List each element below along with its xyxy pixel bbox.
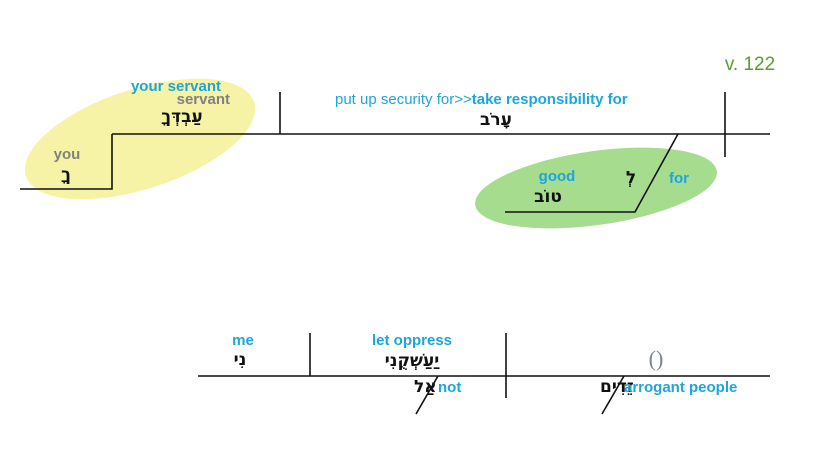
yellow-highlight [24, 78, 256, 200]
modifier-line [505, 133, 679, 213]
subject-modifier-slant-line [601, 375, 625, 415]
verb-gloss-bold: take responsibility for [472, 91, 628, 108]
clause2-object-gloss: me [232, 332, 254, 349]
object-hebrew: עַבְדְּךָ [161, 107, 202, 127]
verb-gloss: put up security for>>take responsibility… [335, 91, 628, 108]
verb-hebrew: עָרֹב [480, 110, 512, 130]
negation-slant-line [415, 375, 439, 415]
green-highlight [475, 147, 717, 229]
verse-label: v. 122 [725, 54, 775, 75]
clause2-verb-hebrew: יַעַשְׁקֻנִי [385, 351, 440, 371]
possessor-gloss: you [54, 146, 81, 163]
clause2-object-hebrew: נִי [234, 350, 247, 370]
negation-gloss: not [438, 379, 461, 396]
preposition-gloss: for [669, 170, 689, 187]
subject-placeholder: () [649, 346, 664, 371]
possessor-hebrew: ךָ [61, 165, 71, 185]
possessor-step-line [20, 134, 113, 190]
subject-gloss: arrogant people [624, 379, 737, 396]
subject-hebrew: זֵדִים [600, 377, 634, 397]
negation-hebrew: אַל [414, 377, 437, 397]
object-gloss: your servant [131, 78, 221, 95]
preposition-hebrew: לְ [626, 168, 636, 188]
verb-gloss-prefix: put up security for>> [335, 91, 472, 108]
modifier-object-hebrew: טוֹב [534, 187, 562, 207]
modifier-object-gloss: good [539, 168, 576, 185]
object-literal: servant [177, 91, 230, 108]
clause2-verb-gloss: let oppress [372, 332, 452, 349]
